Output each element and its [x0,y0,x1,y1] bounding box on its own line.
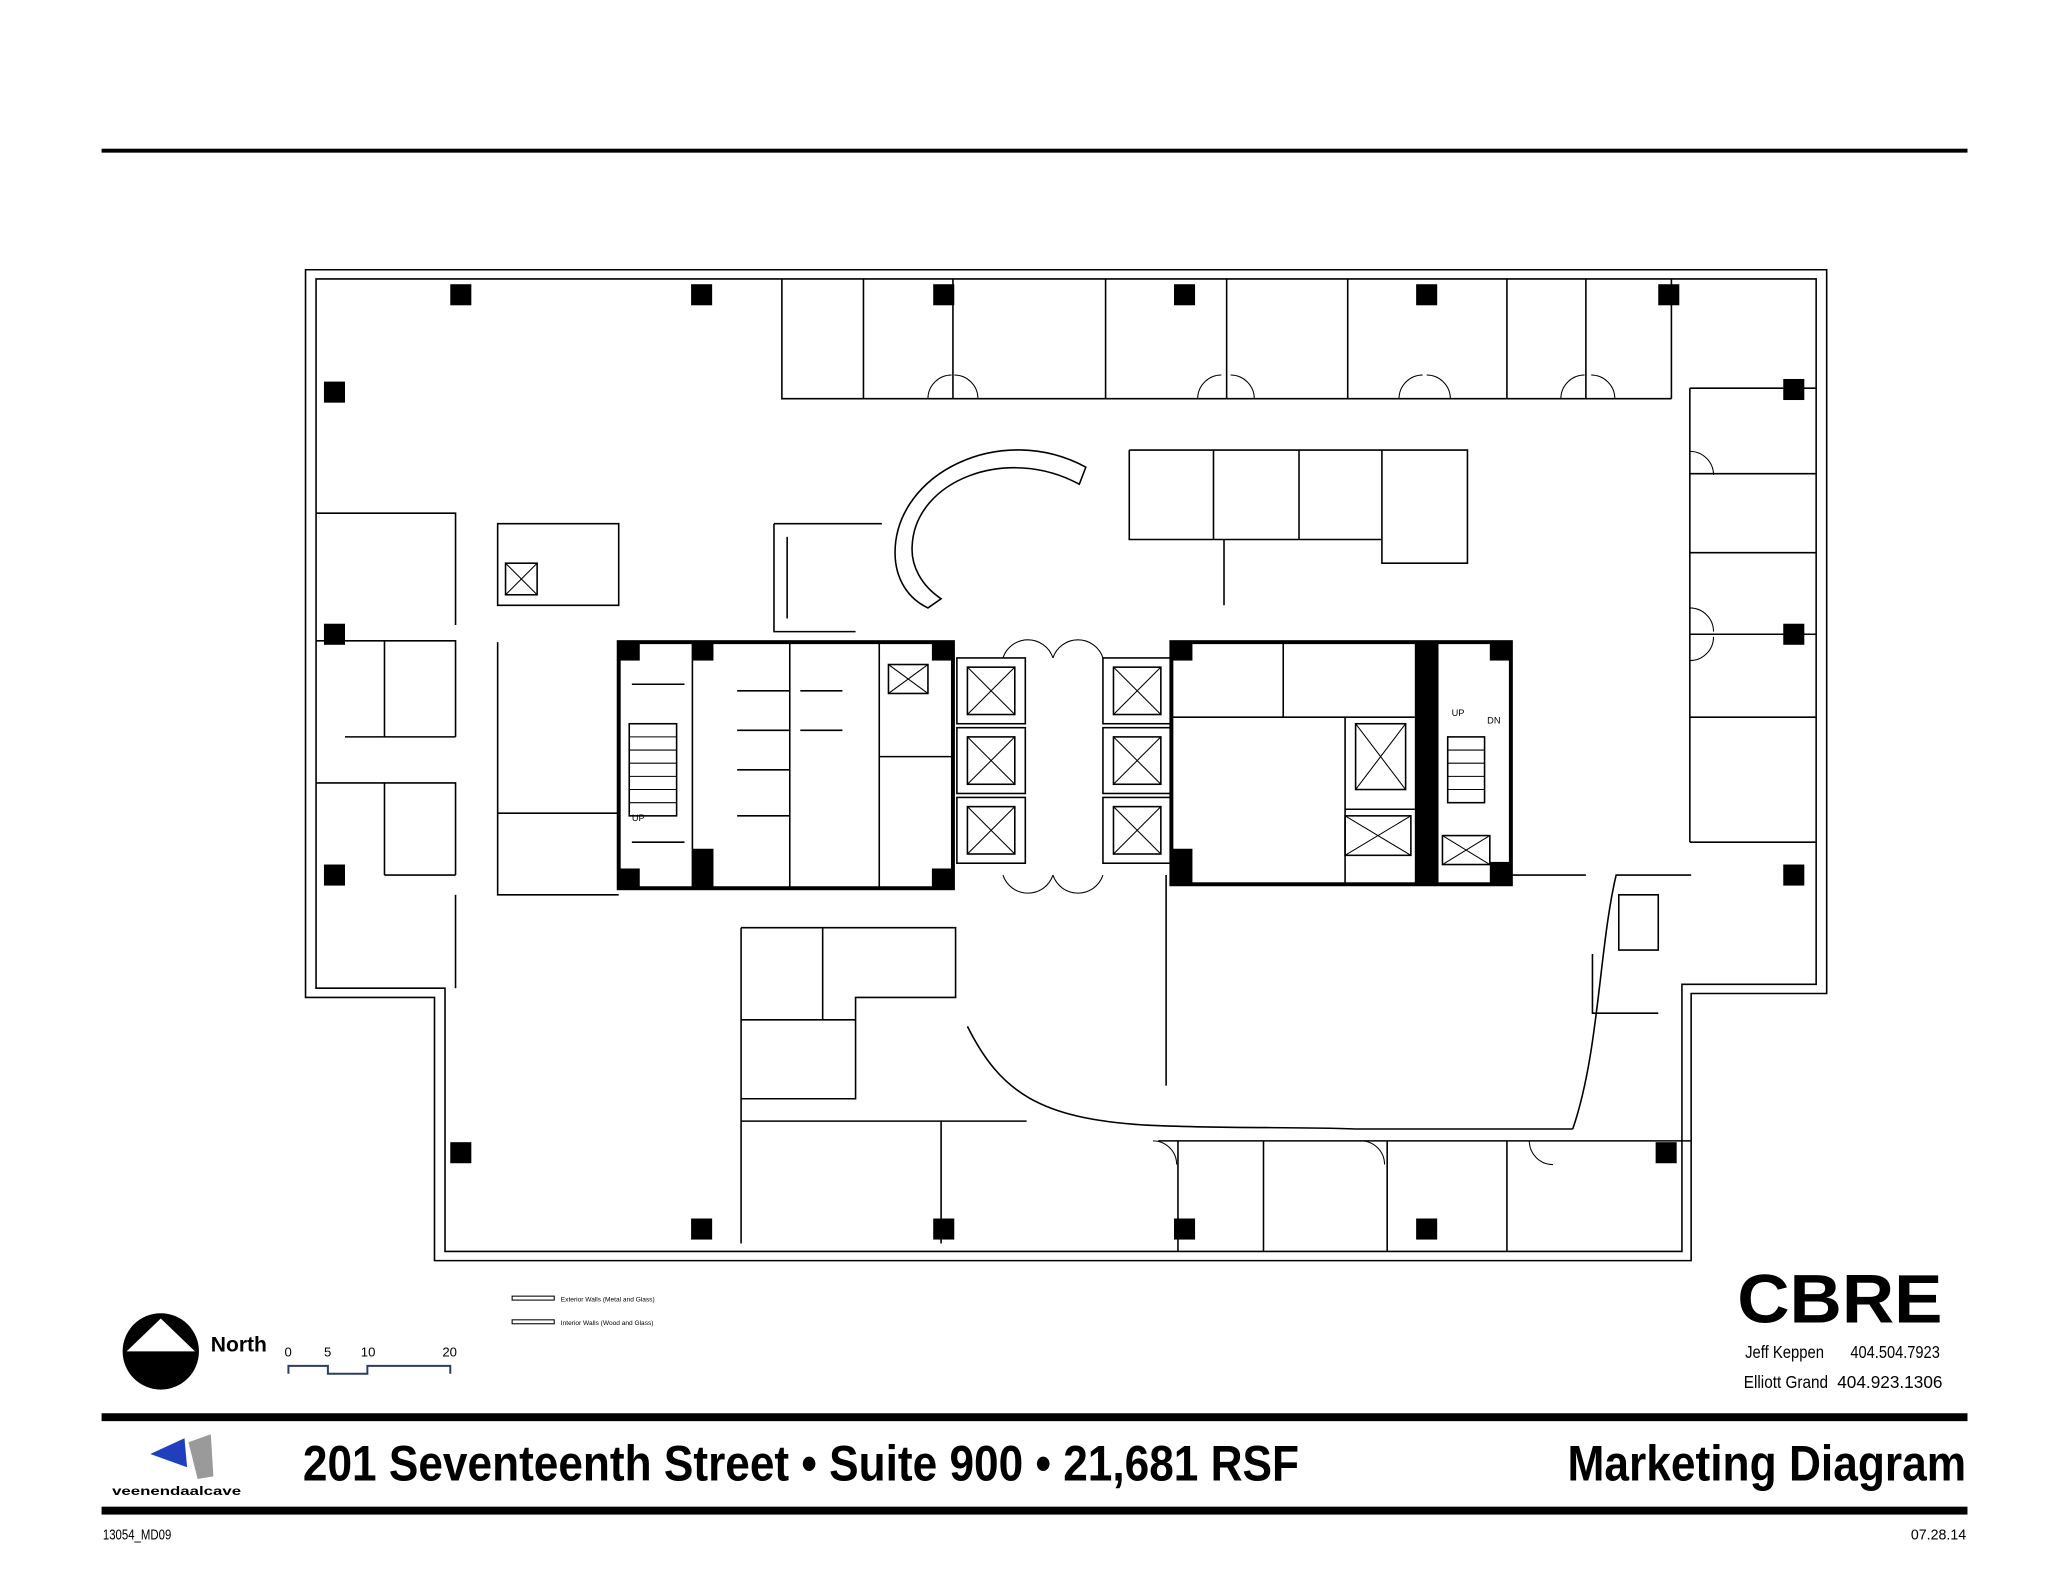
elevator-shaft [1102,657,1173,725]
wall-legend: Exterior Walls (Metal and Glass) Interio… [511,1295,655,1327]
column [1174,284,1196,306]
stair-dn-label-east: DN [1487,716,1500,726]
column [323,864,346,886]
reception-curved-wall [894,449,1087,609]
column [323,623,346,645]
exterior-wall-outer [304,268,1828,1262]
conference-rooms [1128,449,1469,606]
scale-tick-20: 20 [442,1345,457,1360]
column [691,284,713,306]
scale-bar: 0 5 10 20 [284,1345,457,1375]
north-offices [781,278,1673,400]
contact-name: Elliott Grand [1744,1373,1828,1392]
column [933,1218,955,1240]
column [1655,1142,1677,1164]
floor-plan: UP UP DN [304,268,1828,1262]
elevator-shaft [1102,726,1173,795]
north-arrow-icon [122,1313,199,1390]
south-offices [740,874,1692,1252]
elevator-shaft [956,657,1027,725]
core-east: UP DN [1169,640,1513,887]
exterior-wall-inner [315,278,1817,1253]
west-offices [316,512,457,989]
document-type: Marketing Diagram [1567,1435,1966,1491]
north-label: North [211,1333,267,1356]
column [1174,1218,1196,1240]
column [450,284,472,306]
broker-contacts: Jeff Keppen 404.504.7923 Elliott Grand 4… [1744,1343,1943,1392]
west-support-rooms [496,522,882,896]
elevator-shaft [1102,796,1173,865]
scale-tick-5: 5 [324,1345,331,1360]
elevator-shaft [956,726,1027,795]
column [323,381,346,403]
drawing-date: 07.28.14 [1911,1528,1966,1544]
legend-exterior-walls: Exterior Walls (Metal and Glass) [561,1296,655,1303]
architect-logo-text: veenendaalcave [112,1484,242,1498]
column [1416,284,1438,306]
column [1416,1218,1438,1240]
structural-columns [323,284,1805,1240]
header-rule [101,148,1968,153]
title-block-top-rule [101,1413,1968,1422]
architect-logo: veenendaalcave [112,1434,242,1498]
elevator-banks [956,657,1173,865]
column [1783,378,1805,401]
drawing-number: 13054_MD09 [103,1528,171,1544]
contact-phone: 404.923.1306 [1837,1373,1942,1392]
title-block-bottom-rule [101,1506,1968,1515]
column [1783,864,1805,886]
stair-up-label-west: UP [632,813,645,823]
stair-up-label-east: UP [1452,708,1465,718]
contact-name: Jeff Keppen [1745,1343,1824,1362]
scale-tick-0: 0 [284,1345,291,1360]
column [933,284,955,306]
cbre-logo: CBRE [1737,1261,1942,1337]
scale-tick-10: 10 [361,1345,376,1360]
elevator-shaft [956,796,1027,865]
column [691,1218,713,1240]
column [450,1142,472,1164]
legend-interior-walls: Interior Walls (Wood and Glass) [561,1320,654,1327]
contact-phone: 404.504.7923 [1850,1343,1939,1362]
elevator-lobby-doors [1002,639,1104,894]
core-west: UP [616,640,955,891]
document-title: 201 Seventeenth Street • Suite 900 • 21,… [303,1435,1299,1491]
east-offices [1689,387,1817,843]
column [1658,284,1680,306]
